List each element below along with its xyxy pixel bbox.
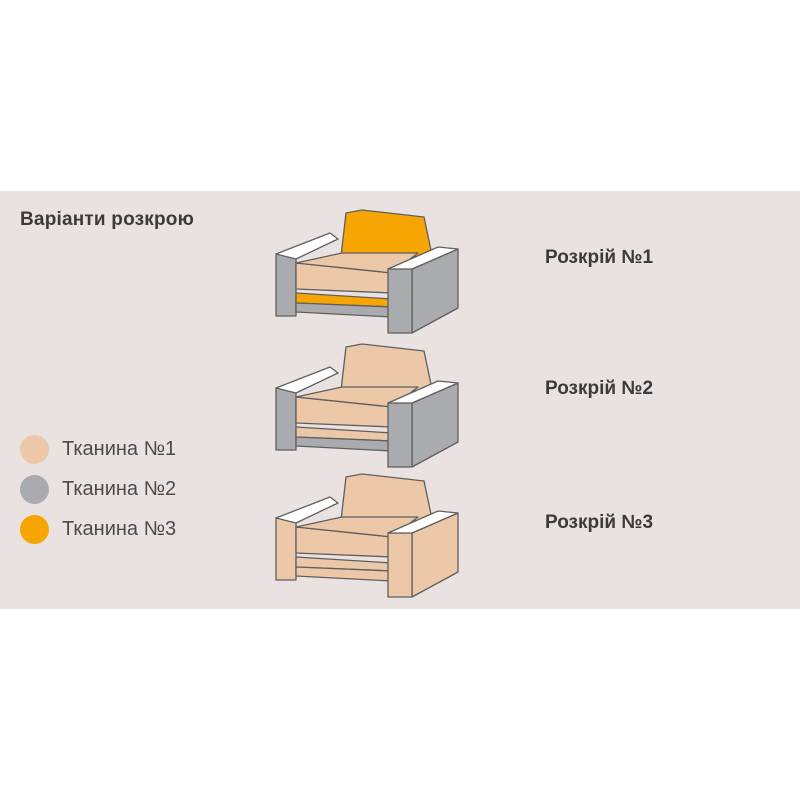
armchair-right-arm-front [387,532,413,598]
armchair-left-arm-top [275,366,339,394]
armchair-icon [275,209,459,334]
armchair-variant-3 [272,471,464,598]
armchair-left-arm-front [275,387,297,451]
armchair-variant-2 [272,341,464,468]
armchair-icon [275,343,459,468]
armchair-right-arm-front [387,402,413,468]
armchair-left-arm-top [275,496,339,524]
legend-label-3: Тканина №3 [62,517,177,540]
fabric-swatch-2 [20,474,49,504]
variant-label-2: Розкрій №2 [545,378,654,399]
armchair-left-arm-top [275,232,339,260]
armchair-icon [275,473,459,598]
cut-options-panel: Варіанти розкрою Розкрій №1 [0,191,800,609]
fabric-legend: Тканина №1 Тканина №2 Тканина №3 [20,429,176,549]
variant-label-1: Розкрій №1 [545,247,654,268]
legend-item: Тканина №1 [20,429,176,469]
legend-label-1: Тканина №1 [62,437,177,460]
armchair-right-arm-top [387,246,459,270]
armchair-seat-top [295,252,419,274]
armchair-seat-top [295,386,419,408]
variant-label-3: Розкрій №3 [545,512,654,533]
armchair-right-arm-front [387,268,413,334]
legend-item: Тканина №2 [20,469,176,509]
fabric-swatch-3 [20,514,49,544]
fabric-swatch-1 [20,434,49,464]
armchair-right-arm-top [387,380,459,404]
armchair-variant-1 [272,207,464,334]
page-title: Варіанти розкрою [20,209,195,230]
armchair-left-arm-front [275,517,297,581]
legend-item: Тканина №3 [20,509,176,549]
armchair-seat-top [295,516,419,538]
armchair-left-arm-front [275,253,297,317]
legend-label-2: Тканина №2 [62,477,177,500]
armchair-right-arm-top [387,510,459,534]
